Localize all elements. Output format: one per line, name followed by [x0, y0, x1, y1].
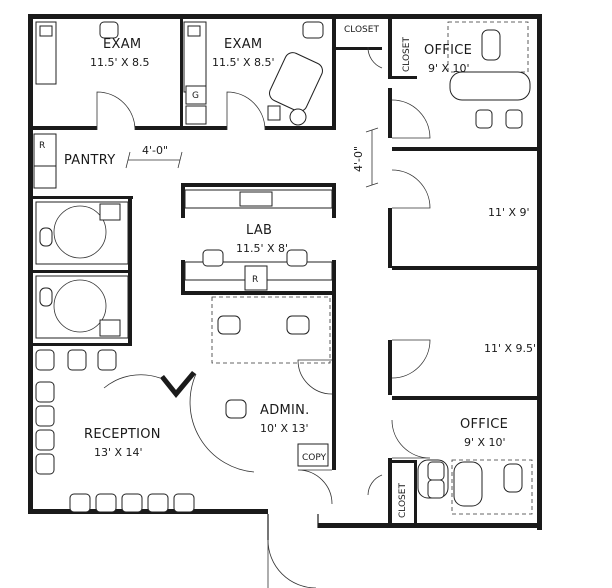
admin-name: ADMIN.: [260, 403, 310, 418]
closet-top-vertical-label: CLOSET: [402, 37, 412, 72]
closet-top-label: CLOSET: [344, 25, 379, 35]
closet-bottom-label: CLOSET: [398, 483, 408, 518]
exam2-size: 11.5' X 8.5': [212, 56, 275, 69]
exam2-name: EXAM: [224, 37, 262, 52]
furniture: [33, 21, 533, 515]
office-top-name: OFFICE: [424, 43, 472, 58]
room-labels: EXAM 11.5' X 8.5 EXAM 11.5' X 8.5' CLOSE…: [39, 25, 536, 518]
reception-name: RECEPTION: [84, 427, 161, 442]
corridor-h-dim: 4'-0": [142, 144, 168, 157]
reception-size: 13' X 14': [94, 446, 143, 459]
room-a-size: 11' X 9': [488, 206, 530, 219]
pantry-name: PANTRY: [64, 153, 116, 168]
lab-size: 11.5' X 8': [236, 242, 288, 255]
exam1-size: 11.5' X 8.5: [90, 56, 150, 69]
pantry-refrigerator-label: R: [39, 141, 45, 151]
copy-label: COPY: [302, 453, 327, 463]
exterior-walls: [28, 14, 542, 540]
office-bottom-name: OFFICE: [460, 417, 508, 432]
refrigerator-label: R: [252, 275, 258, 285]
door-swings: [96, 46, 431, 588]
lab-name: LAB: [246, 223, 272, 238]
exam1-name: EXAM: [103, 37, 141, 52]
office-bottom-size: 9' X 10': [464, 436, 506, 449]
admin-size: 10' X 13': [260, 422, 309, 435]
interior-walls: [33, 19, 542, 523]
exam-cabinet-label: G: [192, 91, 199, 101]
dimension-lines: [125, 127, 379, 188]
corridor-v-dim: 4'-0": [352, 146, 365, 172]
office-top-size: 9' X 10': [428, 62, 470, 75]
room-b-size: 11' X 9.5': [484, 342, 536, 355]
